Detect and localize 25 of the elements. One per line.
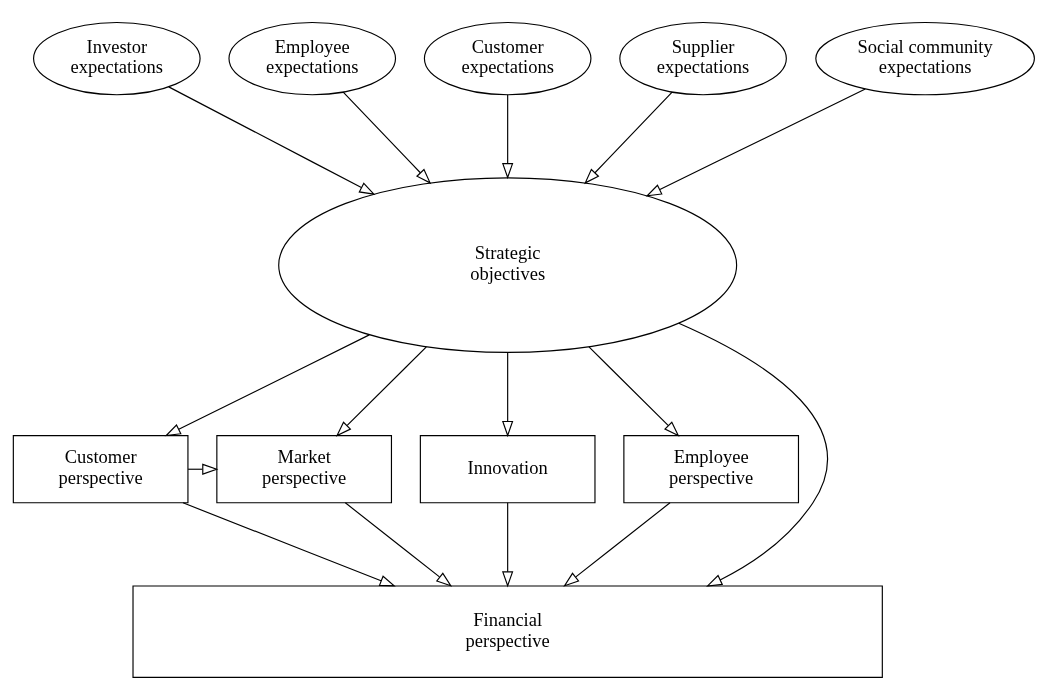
arrow bbox=[164, 333, 370, 436]
node-box: Financial perspective bbox=[132, 584, 883, 678]
arrow bbox=[584, 91, 673, 184]
node-ellipse: Employee expectations bbox=[228, 21, 397, 95]
arrow bbox=[342, 91, 432, 184]
arrow bbox=[335, 345, 427, 437]
arrow bbox=[182, 501, 396, 587]
node-ellipse: Supplier expectations bbox=[619, 21, 787, 95]
node-ellipse: Social community expectations bbox=[815, 21, 1035, 95]
node-ellipse: Strategic objectives bbox=[278, 176, 738, 353]
arrow bbox=[563, 501, 671, 587]
arrow bbox=[678, 322, 828, 587]
arrow bbox=[344, 501, 453, 587]
node-ellipse: Customer expectations bbox=[423, 21, 592, 95]
node-box: Innovation bbox=[419, 434, 596, 503]
node-box: Employee perspective bbox=[623, 434, 800, 503]
node-box: Market perspective bbox=[216, 434, 393, 503]
arrow bbox=[588, 345, 680, 437]
arrow bbox=[502, 93, 514, 179]
node-ellipse: Investor expectations bbox=[33, 21, 201, 95]
arrow bbox=[502, 351, 514, 437]
arrow bbox=[645, 87, 866, 196]
arrow bbox=[168, 85, 376, 195]
arrow bbox=[502, 501, 514, 587]
node-box: Customer perspective bbox=[12, 434, 189, 503]
